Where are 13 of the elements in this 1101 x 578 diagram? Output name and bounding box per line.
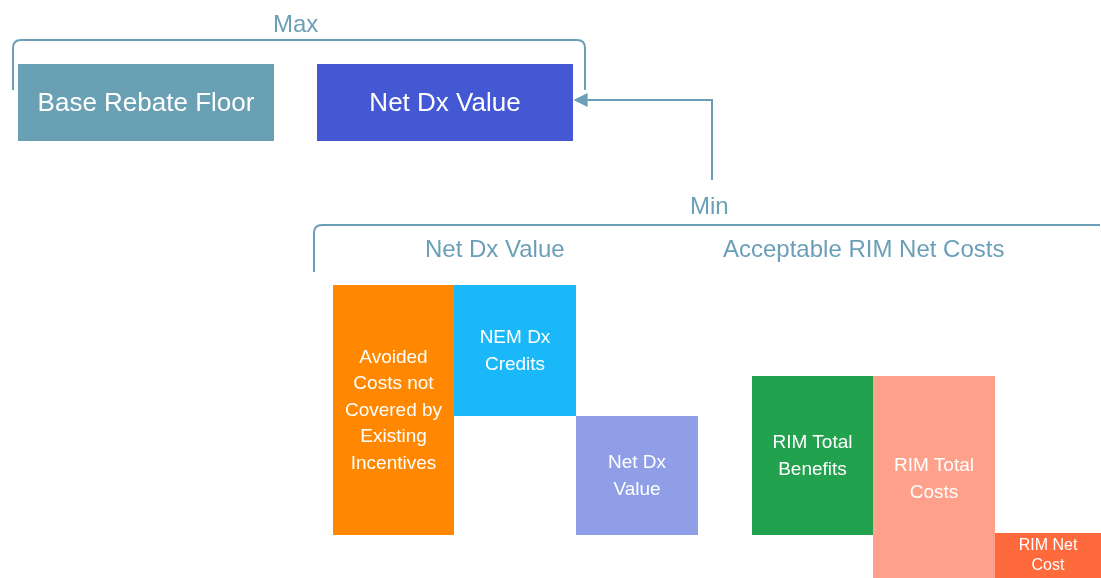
waterfall-bar: RIM Total Benefits <box>752 376 873 535</box>
value-box: Base Rebate Floor <box>18 64 274 141</box>
waterfall-bar: RIM Total Costs <box>873 376 995 578</box>
arrow <box>573 93 713 181</box>
column-heading: Net Dx Value <box>425 235 565 263</box>
bracket-label: Min <box>690 192 729 220</box>
bracket-label: Max <box>273 10 319 38</box>
waterfall-bar: Avoided Costs not Covered by Existing Incentives <box>333 285 454 535</box>
waterfall-bar: NEM Dx Credits <box>454 285 576 416</box>
value-box: Net Dx Value <box>317 64 573 141</box>
waterfall-bar: Net Dx Value <box>576 416 698 535</box>
column-heading: Acceptable RIM Net Costs <box>723 235 1005 263</box>
waterfall-bar: RIM Net Cost <box>995 533 1101 578</box>
